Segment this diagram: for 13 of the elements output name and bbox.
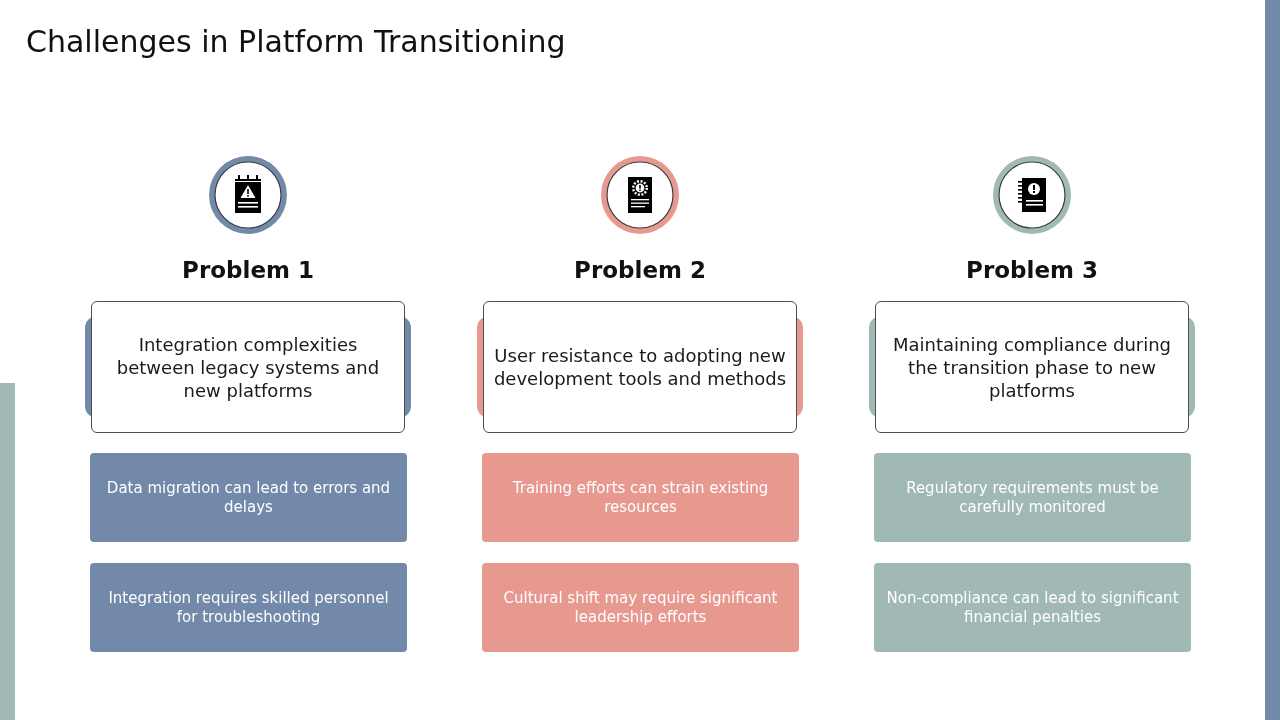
problem-heading: Problem 2 (573, 256, 707, 285)
slide-title: Challenges in Platform Transitioning (26, 24, 566, 59)
impact-note-card: Non-compliance can lead to significant financial penalties (874, 563, 1191, 652)
impact-note-card: Integration requires skilled personnel for troubleshooting (90, 563, 407, 652)
problem-description: User resistance to adopting new development tools and methods (492, 344, 788, 390)
impact-note-card: Data migration can lead to errors and delays (90, 453, 407, 542)
problem-heading: Problem 1 (181, 256, 315, 285)
impact-note-card: Training efforts can strain existing resources (482, 453, 799, 542)
problem-description: Integration complexities between legacy systems and new platforms (115, 332, 381, 402)
impact-note-card: Regulatory requirements must be carefully monitored (874, 453, 1191, 542)
problem-heading: Problem 3 (965, 256, 1099, 285)
impact-note-card: Cultural shift may require significant leadership efforts (482, 563, 799, 652)
problem-description: Maintaining compliance during the transition phase to new platforms (891, 332, 1173, 402)
